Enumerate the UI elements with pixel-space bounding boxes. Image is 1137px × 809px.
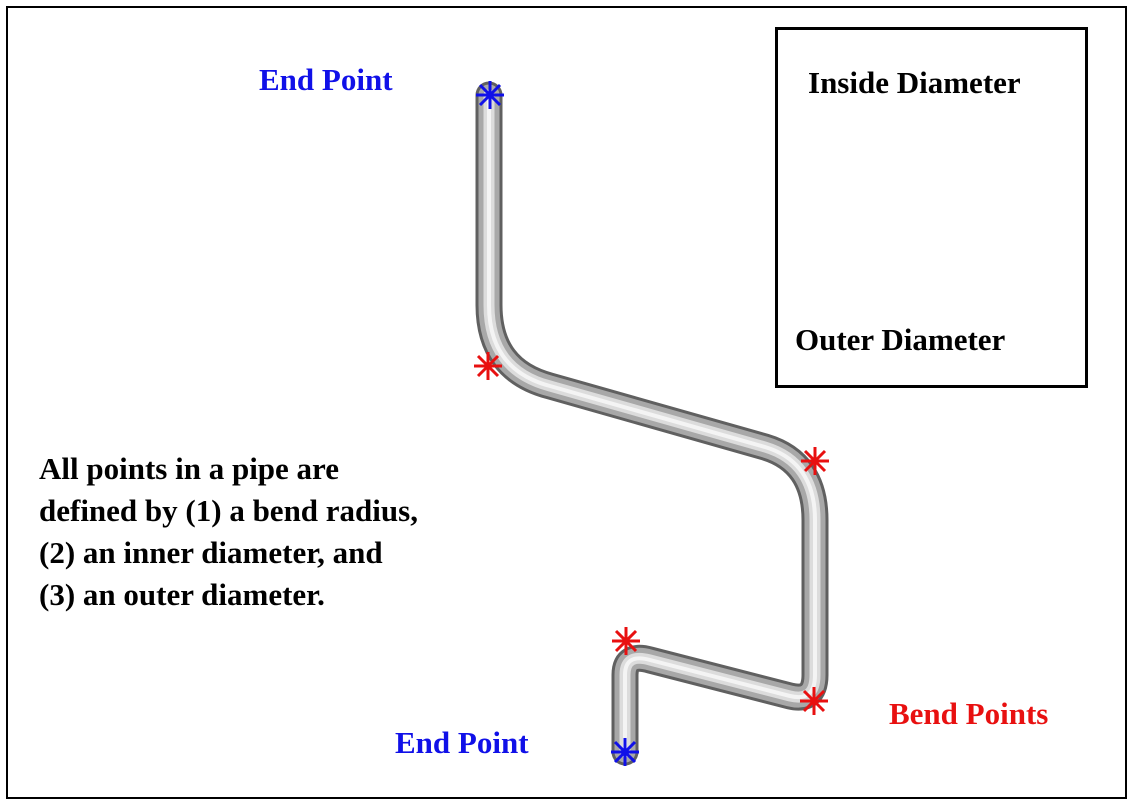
note-line: All points in a pipe are	[39, 451, 340, 486]
inside-diameter-label: Inside Diameter	[808, 65, 1021, 100]
bend-point-marker	[612, 627, 640, 655]
end-point-label-bottom: End Point	[395, 725, 529, 760]
bend-point-marker	[800, 687, 828, 715]
end-point-label-top: End Point	[259, 62, 393, 97]
pipe-definition-note: All points in a pipe are defined by (1) …	[39, 448, 509, 616]
note-line: (2) an inner diameter, and	[39, 535, 383, 570]
end-point-marker-bottom	[611, 738, 639, 766]
end-point-marker-top	[476, 81, 504, 109]
pipe	[475, 81, 829, 766]
bend-point-marker	[801, 447, 829, 475]
outer-diameter-label: Outer Diameter	[795, 322, 1006, 357]
bend-point-marker	[474, 352, 502, 380]
diameter-inset-box	[775, 27, 1088, 388]
note-line: (3) an outer diameter.	[39, 577, 325, 612]
note-line: defined by (1) a bend radius,	[39, 493, 418, 528]
bend-points-label: Bend Points	[889, 696, 1049, 731]
